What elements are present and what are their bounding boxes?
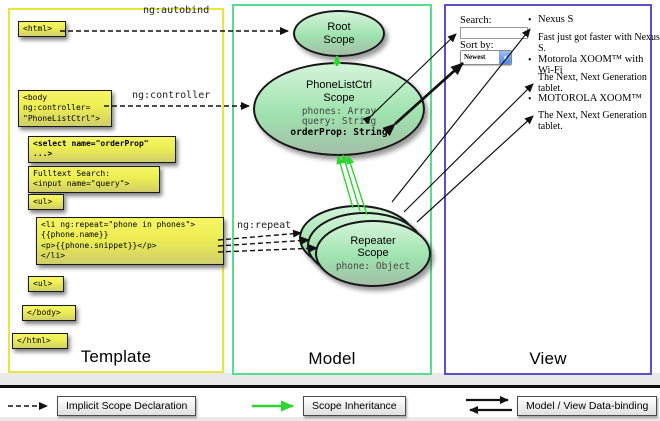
phone-item-desc: The Next, Next Generation tablet. xyxy=(538,110,647,132)
search-input[interactable] xyxy=(460,27,528,39)
bottom-gray-strip xyxy=(0,373,660,385)
code-ul-open: <ul> xyxy=(28,194,64,211)
search-label: Search: xyxy=(460,15,492,26)
bullet-icon: • xyxy=(528,55,532,66)
phone-item-desc: Fast just got faster with Nexus S. xyxy=(538,32,660,54)
dropdown-stepper-icon[interactable]: ▲▼ xyxy=(499,51,511,64)
ng-controller-label: ng:controller xyxy=(132,90,211,101)
bullet-icon: • xyxy=(528,94,532,105)
legend-implicit-scope: Implicit Scope Declaration xyxy=(57,396,197,416)
code-li-repeat: <li ng:repeat="phone in phones"> {{phone… xyxy=(36,217,224,265)
phonelistctrl-scope-ellipse: PhoneListCtrl Scope phones: Array query:… xyxy=(253,62,425,156)
view-section-label: View xyxy=(529,349,567,368)
template-section-label: Template xyxy=(80,347,152,366)
legend-scope-inheritance: Scope Inheritance xyxy=(303,396,406,416)
bullet-icon: • xyxy=(528,15,532,26)
repeater-scope-props: phone: Object xyxy=(335,260,411,272)
root-scope-title: Root Scope xyxy=(323,20,355,46)
model-section: Model xyxy=(232,4,432,375)
code-body-close: </body> xyxy=(22,305,76,322)
bottom-edge-strip xyxy=(0,417,660,421)
repeater-scope-title: Repeater Scope xyxy=(350,234,396,260)
code-body-open: <body ng:controller= "PhoneListCtrl"> xyxy=(18,90,112,128)
sort-dropdown-value: Newest xyxy=(464,53,486,61)
legend-separator-line xyxy=(0,385,660,388)
sort-dropdown[interactable]: Newest ▲▼ xyxy=(460,50,512,65)
model-section-label: Model xyxy=(308,349,356,368)
phone-item-desc: The Next, Next Generation tablet. xyxy=(538,72,647,94)
phone-item-name: Nexus S xyxy=(538,14,574,25)
code-ul-close: <ul> xyxy=(28,276,64,293)
phonelistctrl-scope-props: phones: Array query: String xyxy=(301,105,377,128)
phonelistctrl-orderprop: orderProp: String xyxy=(290,126,388,138)
code-select-orderprop: <select name="orderProp" ...> xyxy=(28,136,176,163)
phonelistctrl-scope-title: PhoneListCtrl Scope xyxy=(305,79,373,104)
code-html-close: </html> xyxy=(12,333,68,350)
phone-item-name: Motorola XOOM™ with Wi-Fi xyxy=(538,54,644,76)
legend-data-binding: Model / View Data-binding xyxy=(517,396,658,416)
ng-repeat-label: ng:repeat xyxy=(237,220,292,231)
repeater-scope-ellipse-front: Repeater Scope phone: Object xyxy=(315,220,431,287)
ng-autobind-label: ng:autobind xyxy=(143,5,210,16)
phone-item-name: MOTOROLA XOOM™ xyxy=(538,93,642,104)
code-fulltext-search: Fulltext Search: <input name="query"> xyxy=(28,166,160,193)
template-section: Template xyxy=(8,8,224,373)
root-scope-ellipse: Root Scope xyxy=(293,10,385,57)
code-html-open: <html> xyxy=(18,21,66,38)
